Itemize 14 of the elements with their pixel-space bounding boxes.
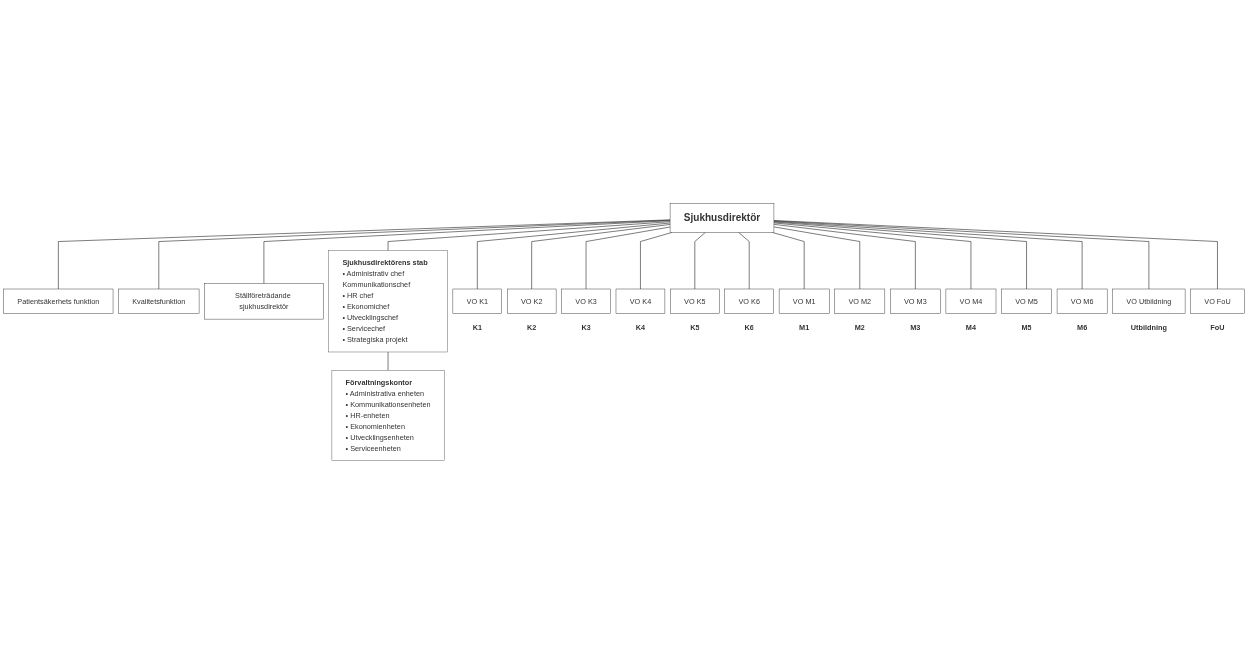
connector	[263, 220, 671, 284]
connector	[158, 219, 671, 290]
connector	[58, 219, 671, 290]
connector	[387, 221, 671, 251]
node-box: Sjukhusdirektör	[669, 203, 775, 233]
connector	[773, 221, 1083, 290]
connector	[773, 221, 1027, 290]
connector	[773, 220, 1218, 290]
connector	[773, 220, 1150, 290]
connector	[773, 223, 916, 290]
connector	[531, 224, 671, 290]
connector	[585, 226, 671, 290]
connector	[773, 222, 972, 290]
connector	[477, 222, 671, 290]
